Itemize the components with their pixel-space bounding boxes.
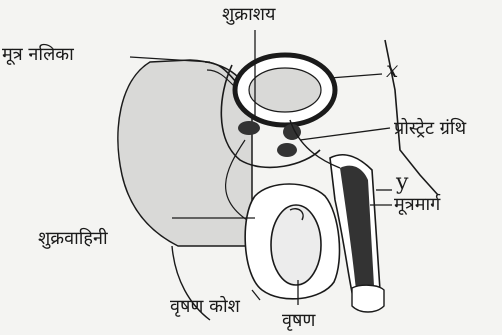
label-ureter: मूत्र नलिका [2,46,74,64]
label-y: y [396,172,408,194]
label-testis: वृषण [282,312,315,330]
label-scrotum: वृषण कोश [170,298,240,316]
prostate [277,143,297,157]
label-prostate-gland: प्रोस्ट्रेट ग्रंथि [394,120,466,138]
seminal-vesicle-left [238,121,260,135]
label-urethra: मूत्रमार्ग [394,196,440,214]
leader-prostate [300,128,390,140]
leader-scrotum [252,290,260,300]
bladder-inner [249,68,321,112]
testis-shape [271,205,321,285]
label-seminal-vesicle: शुक्राशय [222,6,275,24]
glans [352,285,384,312]
label-vas-deferens: शुक्रवाहिनी [38,230,108,248]
leader-x [330,74,382,78]
label-x: x [386,60,398,82]
